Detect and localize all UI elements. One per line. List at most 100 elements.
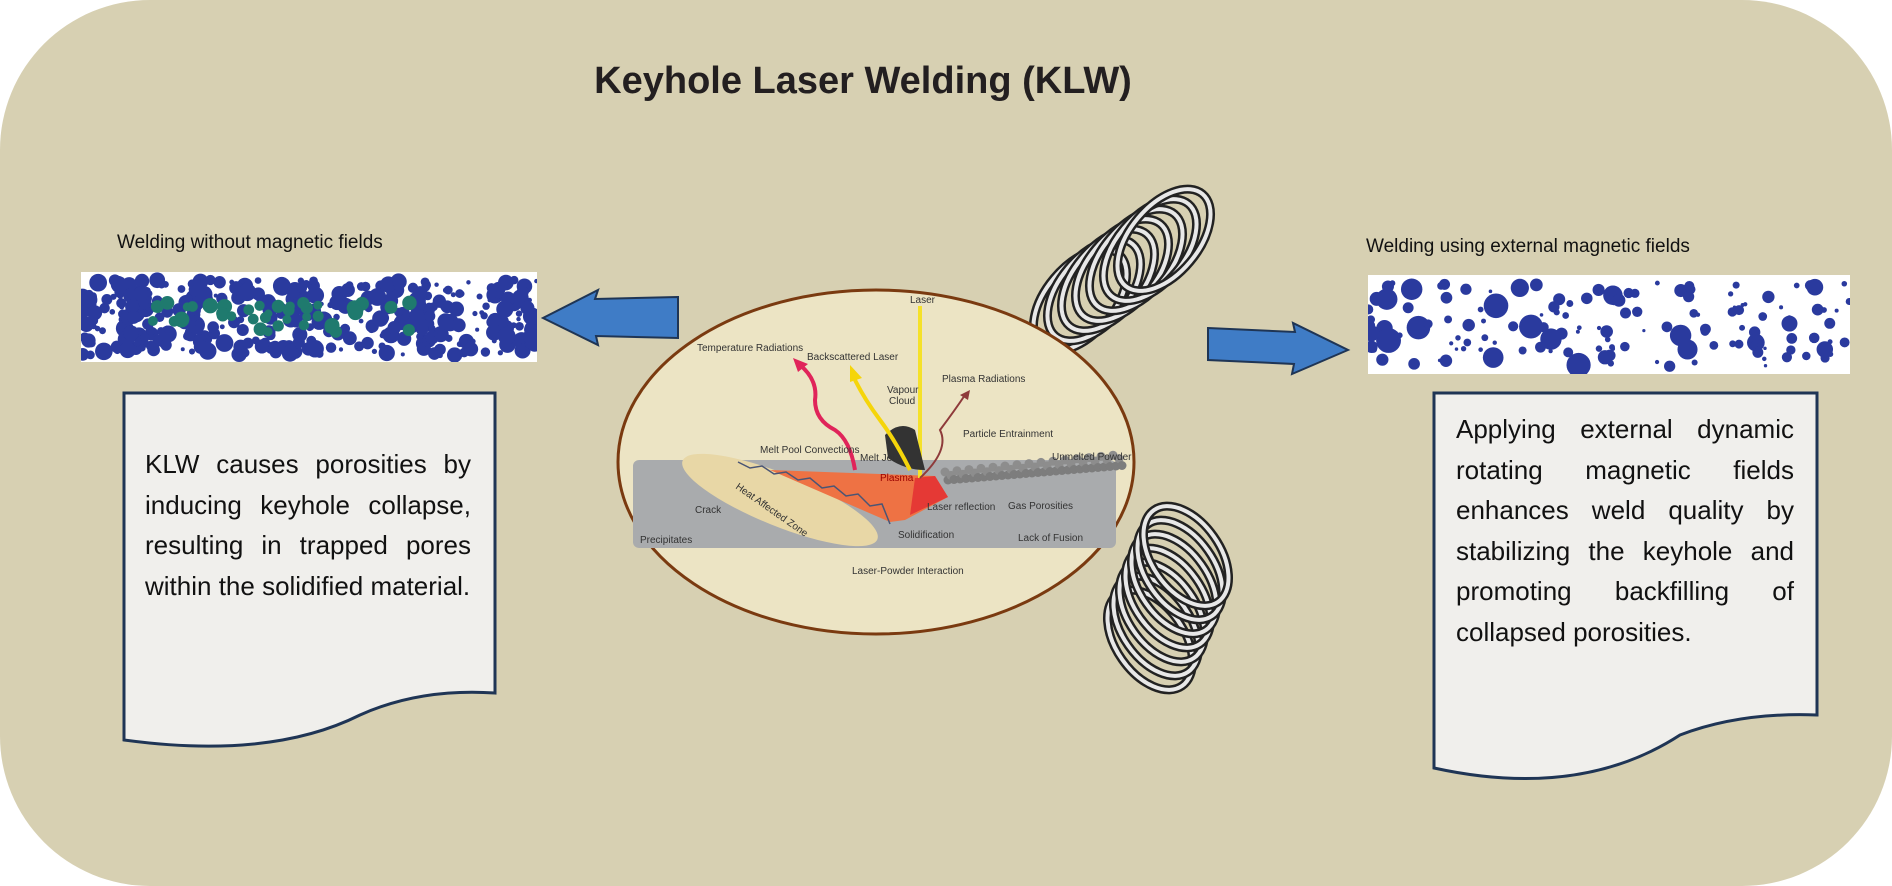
pore bbox=[1779, 305, 1784, 310]
label-plasma-radiations: Plasma Radiations bbox=[942, 374, 1025, 385]
pore bbox=[463, 341, 479, 357]
pore bbox=[408, 308, 426, 327]
label-melt-pool-convections: Melt Pool Convections bbox=[760, 445, 860, 456]
pore bbox=[81, 316, 94, 332]
pore bbox=[446, 347, 463, 362]
pore bbox=[1824, 317, 1836, 329]
pore bbox=[207, 321, 219, 333]
pore bbox=[145, 290, 153, 297]
pore bbox=[515, 321, 524, 331]
pore bbox=[272, 276, 291, 295]
pore-cluster bbox=[263, 327, 273, 337]
pore-cluster bbox=[302, 312, 312, 322]
pore bbox=[237, 316, 245, 324]
pore bbox=[1566, 352, 1591, 374]
pore bbox=[1732, 305, 1737, 309]
pore bbox=[87, 305, 103, 321]
right-description: Applying external dynamic rotating magne… bbox=[1456, 414, 1794, 647]
pore bbox=[219, 282, 224, 288]
pore bbox=[1781, 352, 1792, 363]
pore bbox=[1728, 291, 1734, 297]
pore bbox=[81, 307, 87, 317]
pore bbox=[356, 282, 366, 291]
pore bbox=[440, 300, 454, 314]
pore bbox=[1563, 347, 1574, 358]
pore bbox=[1700, 323, 1711, 335]
pore bbox=[475, 327, 480, 332]
pore bbox=[386, 347, 393, 354]
pore bbox=[1518, 346, 1527, 355]
vapour-cloud bbox=[885, 426, 925, 470]
pore bbox=[213, 293, 218, 298]
pore bbox=[101, 294, 113, 305]
pore bbox=[1540, 328, 1562, 350]
pore bbox=[1786, 345, 1796, 355]
pore-cluster bbox=[312, 310, 324, 322]
temperature-radiation-arrow bbox=[798, 363, 857, 471]
label-melt-jet: Melt Jet bbox=[860, 453, 895, 464]
pore-cluster bbox=[313, 300, 323, 310]
pore bbox=[516, 285, 529, 298]
pore bbox=[163, 325, 172, 334]
pore bbox=[380, 329, 391, 340]
pore bbox=[101, 344, 108, 350]
pore bbox=[269, 346, 282, 359]
pore bbox=[1642, 328, 1646, 333]
pore bbox=[340, 323, 351, 334]
pore bbox=[1581, 292, 1593, 305]
pore bbox=[491, 338, 497, 344]
pore bbox=[497, 315, 509, 328]
pore bbox=[188, 348, 196, 355]
pore bbox=[162, 280, 169, 288]
pore bbox=[125, 299, 140, 314]
pore bbox=[1597, 350, 1613, 365]
label-laser-reflection: Laser reflection bbox=[927, 502, 995, 513]
pore bbox=[1620, 307, 1632, 319]
label-laser-powder-interaction: Laser-Powder Interaction bbox=[852, 566, 964, 577]
pore bbox=[1562, 312, 1570, 319]
pore bbox=[306, 286, 325, 304]
pore bbox=[134, 273, 150, 289]
coil-top-icon bbox=[1028, 184, 1216, 356]
pore bbox=[1691, 359, 1698, 366]
pore bbox=[1548, 301, 1560, 313]
pore bbox=[1437, 358, 1442, 363]
pore bbox=[445, 334, 453, 342]
pore bbox=[311, 352, 316, 358]
label-plasma: Plasma bbox=[880, 473, 914, 484]
pore bbox=[290, 347, 299, 357]
pore bbox=[354, 341, 365, 352]
pore-cluster bbox=[324, 320, 338, 334]
pore bbox=[113, 346, 121, 355]
pore bbox=[1604, 336, 1611, 343]
pore bbox=[119, 341, 136, 359]
left-document-shape bbox=[122, 391, 497, 748]
arrowhead bbox=[850, 365, 862, 382]
pore bbox=[1376, 328, 1401, 353]
pore bbox=[292, 327, 308, 343]
label-cloud: Cloud bbox=[889, 396, 915, 407]
pore bbox=[117, 293, 124, 299]
pore bbox=[1623, 287, 1634, 299]
pore bbox=[424, 310, 436, 322]
page-title: Keyhole Laser Welding (KLW) bbox=[594, 60, 1132, 102]
pore bbox=[1576, 325, 1582, 331]
pore bbox=[1481, 334, 1489, 342]
pore-cluster bbox=[216, 309, 229, 322]
pore bbox=[236, 323, 249, 337]
pore bbox=[428, 327, 435, 334]
left-description: KLW causes porosities by inducing keyhol… bbox=[145, 449, 471, 601]
pore bbox=[94, 325, 101, 332]
pore bbox=[1808, 332, 1820, 344]
label-backscattered-laser: Backscattered Laser bbox=[807, 352, 899, 363]
pore bbox=[1463, 338, 1472, 347]
plasma-radiation-arrow bbox=[919, 394, 966, 479]
pore bbox=[1806, 278, 1824, 296]
solidification-wave bbox=[737, 461, 891, 525]
pore bbox=[1439, 354, 1453, 367]
pore bbox=[145, 340, 156, 351]
pore bbox=[123, 325, 139, 341]
pore-cluster bbox=[247, 313, 259, 325]
pore bbox=[1669, 324, 1692, 347]
